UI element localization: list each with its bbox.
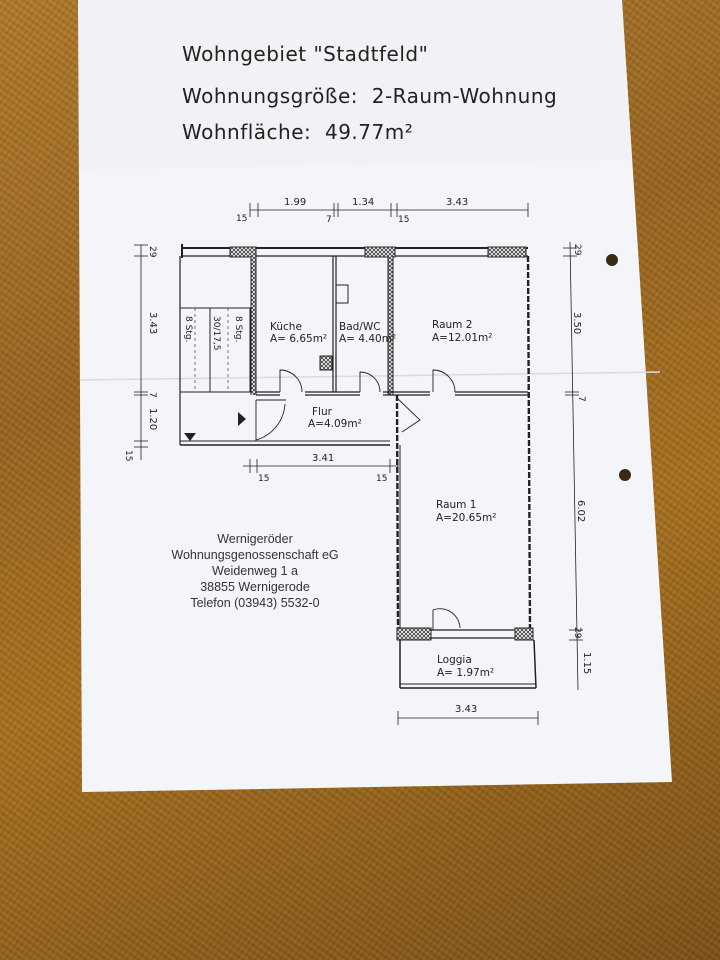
room-area-bad: A= 4.40m² — [339, 333, 396, 345]
dim-top-2: 1.34 — [352, 197, 374, 208]
address-line-3: Weidenweg 1 a — [212, 564, 298, 578]
stair-label-mid: 30/17,5 — [211, 316, 221, 351]
dim-left-343: 3.43 — [147, 312, 158, 334]
dim-right-29a: 29 — [572, 244, 582, 256]
dim-mid-341: 3.41 — [312, 453, 334, 464]
address-line-5: Telefon (03943) 5532-0 — [190, 596, 320, 610]
dim-right-29b: 29 — [572, 627, 582, 639]
dim-top-1: 1.99 — [284, 197, 306, 208]
stair-label-right: 8 Stg. — [233, 316, 243, 342]
header-living-area: Wohnfläche: 49.77m² — [182, 120, 414, 144]
room-area-loggia: A= 1.97m² — [437, 667, 494, 679]
header-residential-area: Wohngebiet "Stadtfeld" — [182, 42, 429, 66]
room-name-kueche: Küche — [270, 321, 302, 333]
dim-top-3: 3.43 — [446, 197, 468, 208]
dim-left-29: 29 — [147, 246, 157, 258]
dim-right-350: 3.50 — [571, 312, 582, 334]
dim-right-602: 6.02 — [575, 500, 586, 522]
punch-hole-bottom — [619, 469, 631, 481]
dim-mid-15a: 15 — [258, 474, 269, 484]
room-area-kueche: A= 6.65m² — [270, 333, 327, 345]
address-line-1: Wernigeröder — [217, 532, 293, 546]
dim-left-120: 1.20 — [147, 408, 158, 430]
dim-mid-15b: 15 — [376, 474, 387, 484]
room-name-loggia: Loggia — [437, 654, 472, 666]
dim-bottom-343: 3.43 — [455, 704, 477, 715]
room-name-raum2: Raum 2 — [432, 319, 472, 331]
paper-background — [78, 0, 672, 792]
punch-hole-top — [606, 254, 618, 266]
dim-right-115: 1.15 — [581, 652, 592, 674]
address-line-4: 38855 Wernigerode — [200, 580, 310, 594]
room-name-bad: Bad/WC — [339, 321, 381, 333]
room-area-flur: A=4.09m² — [308, 418, 362, 430]
room-name-flur: Flur — [312, 406, 333, 418]
room-area-raum1: A=20.65m² — [436, 512, 496, 524]
room-name-raum1: Raum 1 — [436, 499, 476, 511]
dim-left-7: 7 — [147, 392, 157, 398]
header-apartment-size: Wohnungsgröße: 2-Raum-Wohnung — [182, 84, 558, 108]
address-line-2: Wohnungsgenossenschaft eG — [171, 548, 339, 562]
dim-top-7: 7 — [326, 215, 332, 225]
room-area-raum2: A=12.01m² — [432, 332, 492, 344]
dim-left-15: 15 — [123, 450, 133, 461]
stair-label-left: 8 Stg. — [183, 316, 193, 342]
dimension-lines — [134, 203, 583, 725]
dim-top-15b: 15 — [398, 215, 409, 225]
dim-top-15a: 15 — [236, 214, 247, 224]
dim-right-7: 7 — [576, 396, 586, 402]
floor-plan — [179, 244, 537, 689]
